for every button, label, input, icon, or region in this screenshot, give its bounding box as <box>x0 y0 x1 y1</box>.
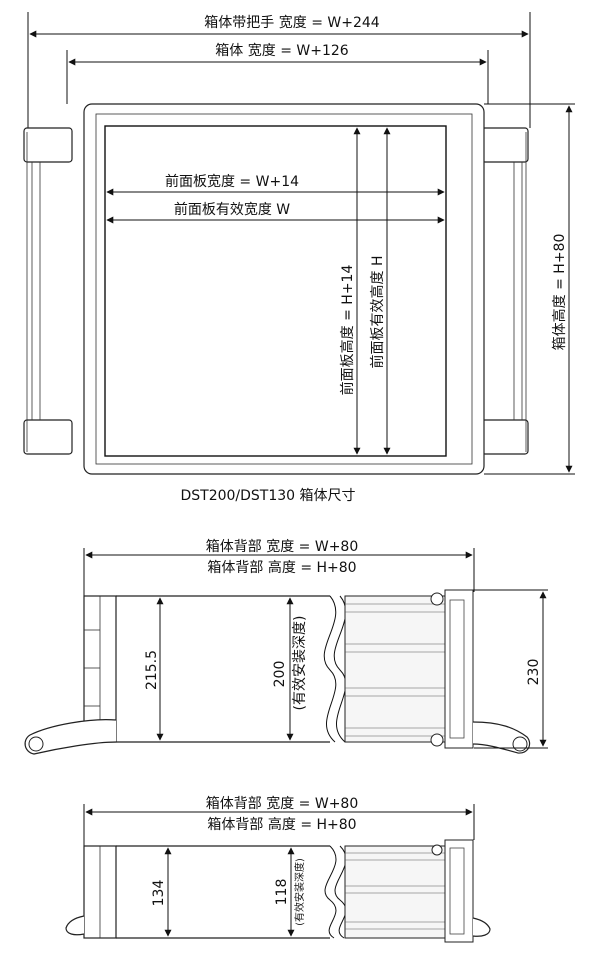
top-view: 箱体带把手 宽度 = W+244 箱体 宽度 = W+126 <box>23 12 575 504</box>
front-width-label: 前面板宽度 = W+14 <box>165 173 299 190</box>
back-height-label: 箱体背部 高度 = H+80 <box>207 559 356 576</box>
right-handle <box>481 127 529 455</box>
dim-200: 200 <box>272 661 288 688</box>
handle-left <box>24 719 117 755</box>
drawing-caption: DST200/DST130 箱体尺寸 <box>180 488 355 504</box>
back-height-label-2: 箱体背部 高度 = H+80 <box>207 816 356 833</box>
front-eff-height-label: 前面板有效高度 H <box>369 256 386 369</box>
rear-profile-2 <box>344 839 474 943</box>
front-eff-width-label: 前面板有效宽度 W <box>174 201 290 218</box>
back-width-label-2: 箱体背部 宽度 = W+80 <box>206 795 358 812</box>
side-view-shallow: 箱体背部 宽度 = W+80 箱体背部 高度 = H+80 134 118 (有… <box>65 795 491 943</box>
dim-134: 134 <box>151 880 167 907</box>
rear-profile <box>344 589 474 749</box>
body-width-label: 箱体 宽度 = W+126 <box>215 42 348 59</box>
front-height-label: 前面板高度 = H+14 <box>339 265 356 396</box>
front-panel <box>104 125 447 457</box>
dim-200-note: (有效安装深度) <box>292 616 308 711</box>
handle-stub-right <box>472 917 491 937</box>
side-view-deep: 箱体背部 宽度 = W+80 箱体背部 高度 = H+80 <box>24 538 548 755</box>
handle-stub-left <box>65 915 85 936</box>
dim-230: 230 <box>526 659 542 686</box>
left-handle <box>23 127 73 455</box>
dim-215-5: 215.5 <box>144 650 160 690</box>
cabinet-body <box>83 103 485 475</box>
box-height-label: 箱体高度 = H+80 <box>551 234 568 351</box>
dim-118-note: (有效安装深度) <box>293 858 306 926</box>
dim-118: 118 <box>274 879 290 906</box>
overall-width-label: 箱体带把手 宽度 = W+244 <box>204 14 379 31</box>
back-width-label: 箱体背部 宽度 = W+80 <box>206 538 358 555</box>
